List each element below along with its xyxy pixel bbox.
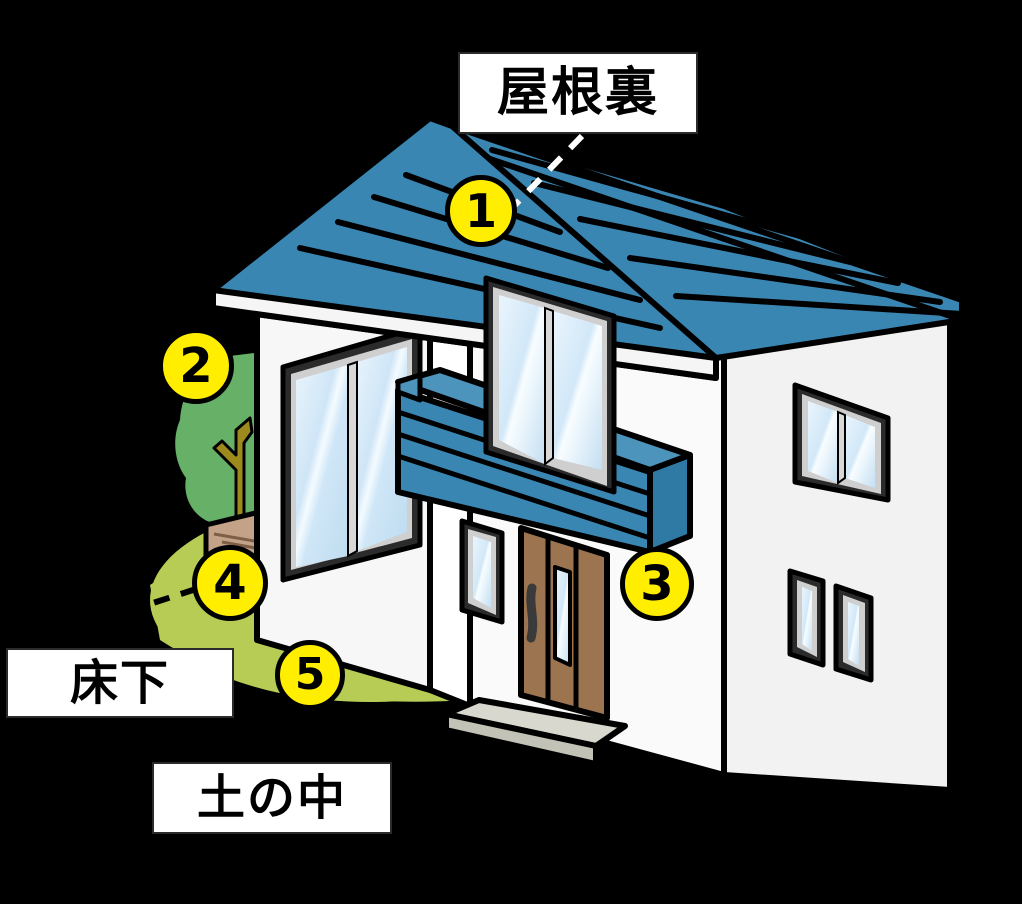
sliding-glass-door-left (280, 324, 423, 583)
soil-leader-line (289, 709, 308, 763)
label-soil: 土の中 (152, 762, 392, 834)
marker-4[interactable]: 4 (192, 545, 268, 621)
small-front-window (459, 518, 505, 625)
attic-leader-line (509, 133, 585, 211)
entrance-step (443, 697, 628, 767)
right-lower-window-right (833, 583, 874, 683)
upper-front-window (483, 275, 617, 495)
marker-5[interactable]: 5 (275, 640, 345, 710)
marker-1[interactable]: 1 (445, 175, 517, 247)
marker-2[interactable]: 2 (158, 328, 234, 404)
underfloor-leader-line (149, 586, 197, 607)
marker-3[interactable]: 3 (620, 547, 694, 621)
right-upper-window (792, 382, 891, 503)
entrance-door[interactable] (518, 525, 610, 721)
label-underfloor: 床下 (6, 648, 234, 718)
label-attic: 屋根裏 (458, 52, 698, 134)
right-lower-window-left (787, 568, 826, 668)
